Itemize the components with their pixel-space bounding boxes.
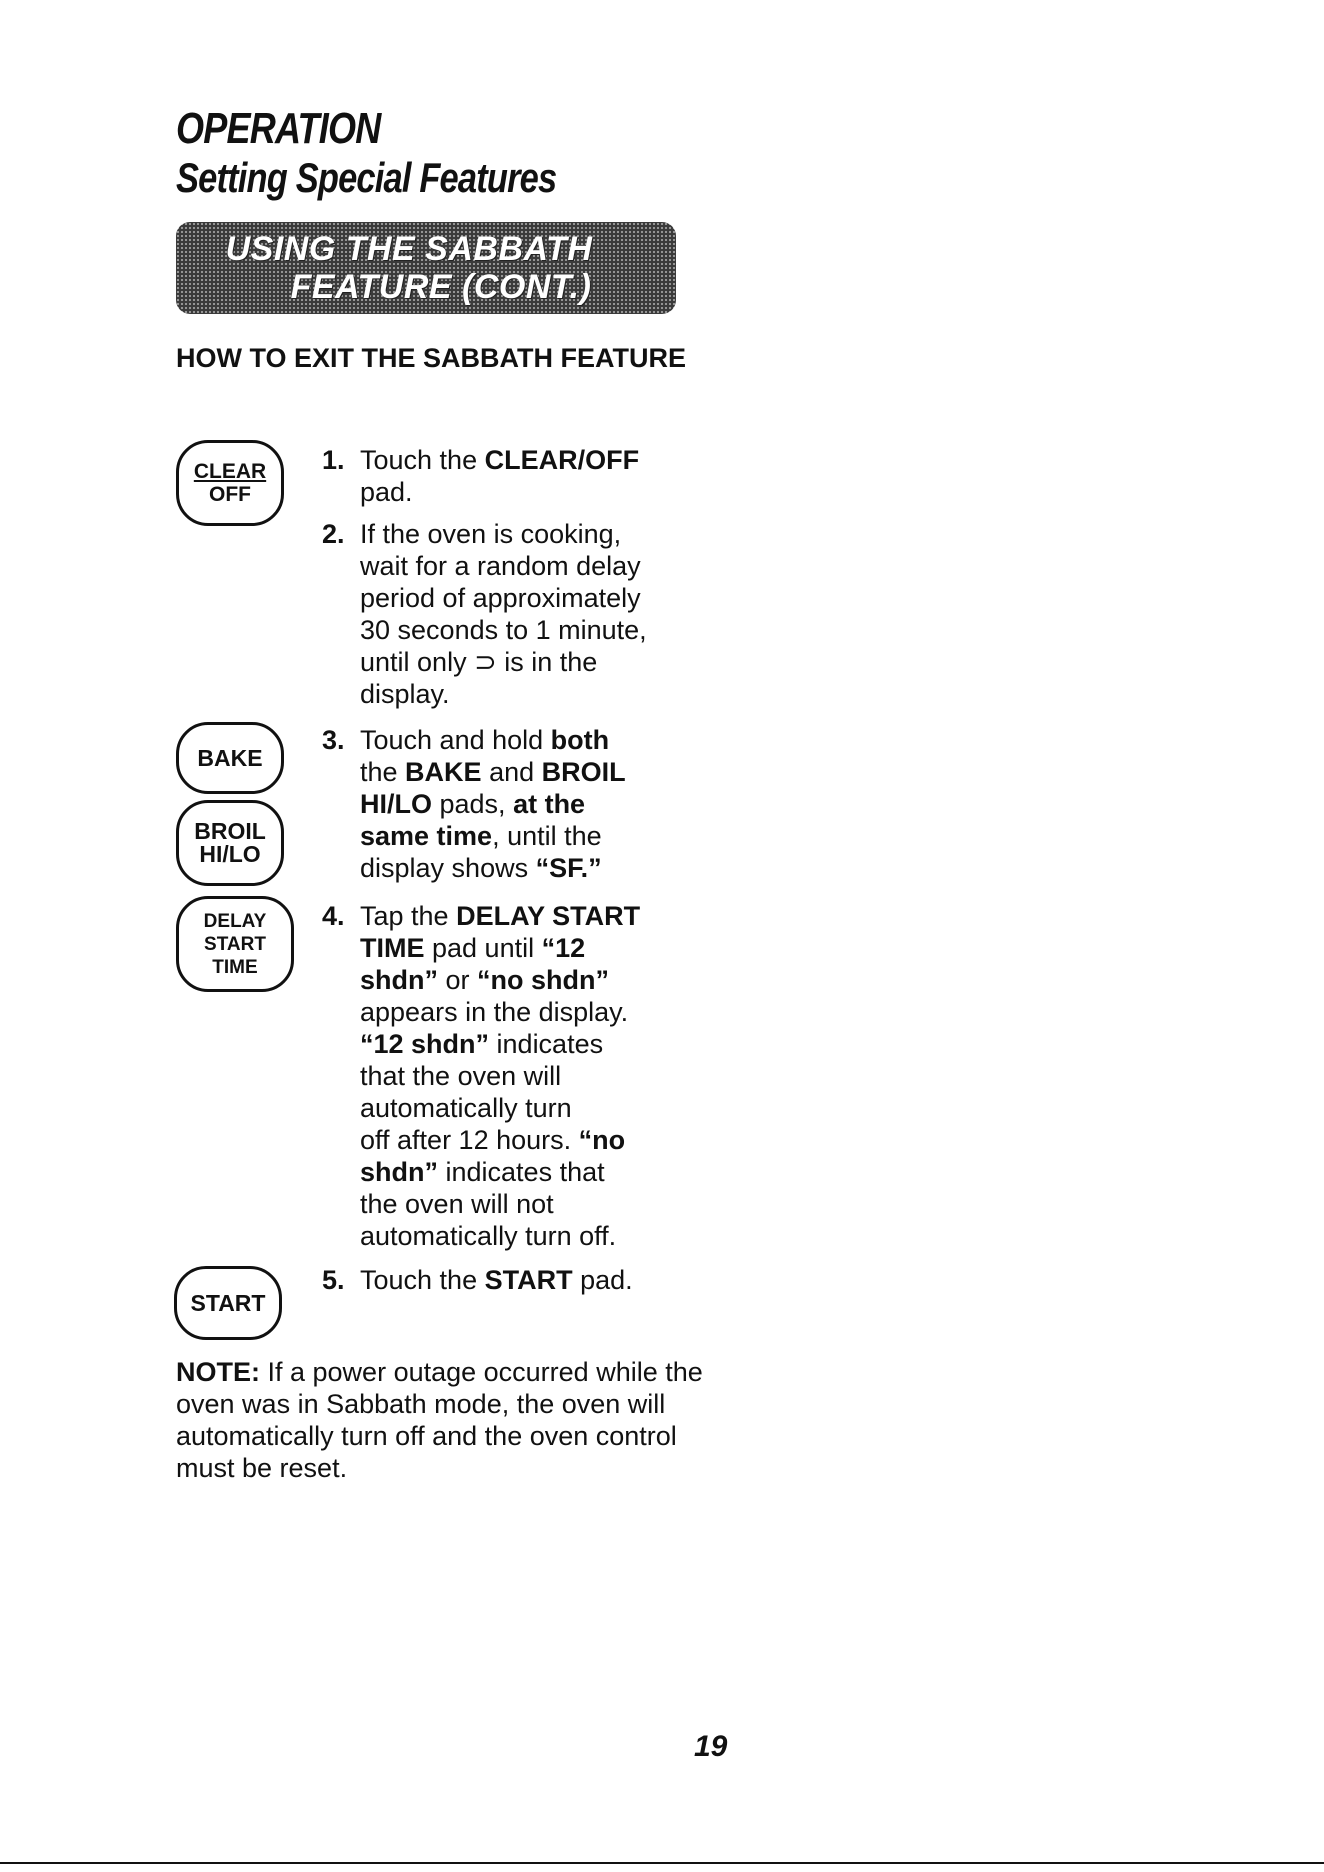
broil-hilo-pad-icon: BROIL HI/LO [176, 800, 284, 886]
start-pad-label-small: START [204, 933, 266, 955]
note-paragraph: NOTE: If a power outage occurred while t… [176, 1356, 706, 1484]
clear-off-pad-icon: CLEAR OFF [176, 440, 284, 526]
step-number: 5. [322, 1265, 345, 1295]
section-title: OPERATION [176, 104, 381, 153]
bottom-rule [0, 1862, 1324, 1864]
clear-pad-label: CLEAR [193, 460, 267, 483]
step-number: 4. [322, 901, 345, 931]
subsection-title: Setting Special Features [176, 154, 557, 201]
bake-pad-label: BAKE [197, 744, 263, 771]
off-pad-label: OFF [209, 483, 251, 506]
start-pad-label: START [190, 1289, 266, 1316]
step-number: 2. [322, 519, 345, 549]
delay-start-time-pad-icon: DELAY START TIME [176, 896, 294, 992]
bake-pad-icon: BAKE [176, 722, 284, 794]
subhead: HOW TO EXIT THE SABBATH FEATURE [176, 343, 686, 373]
banner-line-1: USING THE SABBATH [225, 230, 593, 268]
note-text: If a power outage occurred while the ove… [176, 1357, 703, 1483]
banner-line-2: FEATURE (CONT.) [290, 268, 592, 306]
step-2: 2. If the oven is cooking,wait for a ran… [322, 518, 647, 710]
note-label: NOTE: [176, 1357, 260, 1387]
step-text: If the oven is cooking,wait for a random… [360, 519, 647, 709]
page-number: 19 [694, 1730, 728, 1763]
step-5: 5. Touch the START pad. [322, 1264, 633, 1296]
step-text: Touch the START pad. [360, 1265, 633, 1295]
step-number: 3. [322, 725, 345, 755]
hilo-pad-label: HI/LO [199, 841, 261, 867]
time-pad-label: TIME [212, 956, 258, 978]
section-banner: USING THE SABBATH FEATURE (CONT.) [176, 222, 676, 314]
delay-pad-label: DELAY [203, 910, 267, 932]
step-number: 1. [322, 445, 345, 475]
broil-pad-label: BROIL [194, 818, 266, 844]
start-pad-icon: START [174, 1266, 282, 1340]
